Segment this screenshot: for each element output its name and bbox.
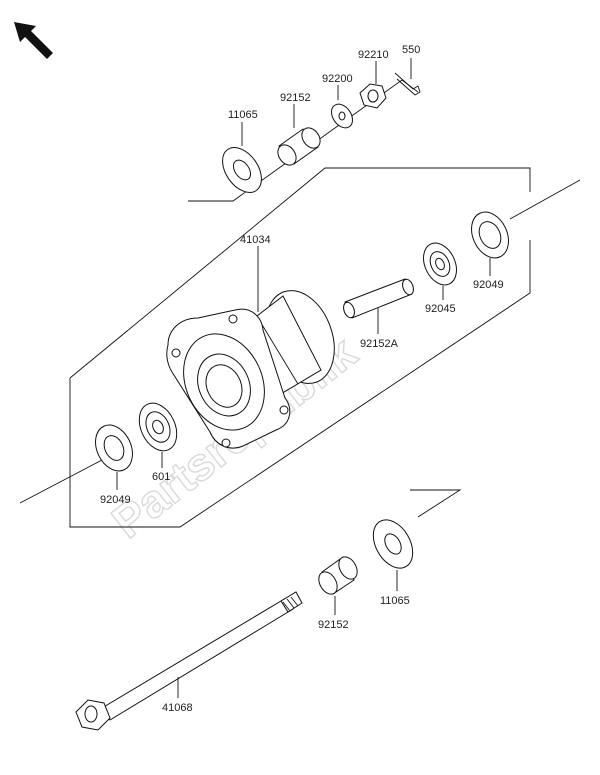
- axle: [75, 591, 303, 731]
- label-axle: 41068: [162, 702, 193, 714]
- bearing-right: [423, 242, 457, 286]
- label-castle-nut: 92210: [358, 49, 389, 61]
- lower-centerline: [410, 489, 462, 518]
- seal-left: [95, 424, 133, 472]
- washer-top: [331, 103, 353, 129]
- label-collar-top: 92152: [280, 92, 311, 104]
- label-collar-bottom: 92152: [318, 619, 349, 631]
- label-spacer-top: 11065: [228, 109, 258, 121]
- collar-inner: [343, 278, 414, 319]
- collar-top: [277, 127, 321, 166]
- wheel-hub: [166, 290, 335, 449]
- label-hub: 41034: [240, 234, 271, 246]
- label-cotter-pin: 550: [402, 44, 420, 56]
- label-seal-right: 92049: [473, 279, 504, 291]
- bearing-left: [138, 402, 178, 452]
- castle-nut: [359, 83, 387, 109]
- collar-bottom: [318, 556, 358, 595]
- label-bearing-left: 601: [152, 471, 170, 483]
- cotter-pin: [394, 72, 421, 96]
- hub-assembly-frame: [19, 167, 581, 528]
- label-bearing-right: 92045: [425, 303, 456, 315]
- seal-right: [471, 211, 509, 259]
- spacer-top: [222, 147, 262, 193]
- label-collar-inner: 92152A: [360, 338, 399, 350]
- label-seal-left: 92049: [100, 494, 131, 506]
- label-washer-top: 92200: [322, 73, 353, 85]
- arrow-up-left-icon: [14, 22, 53, 59]
- label-spacer-bottom: 11065: [380, 595, 410, 607]
- spacer-bottom: [372, 519, 414, 569]
